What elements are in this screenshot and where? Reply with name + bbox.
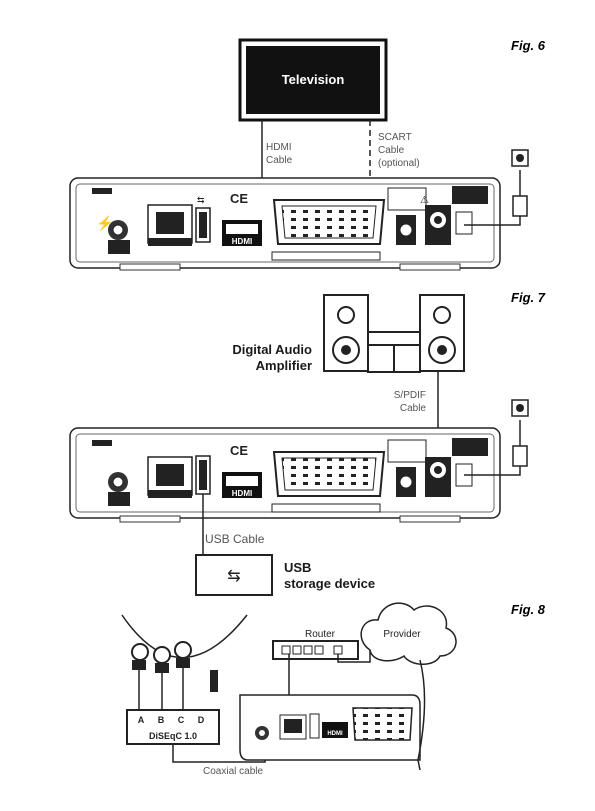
usb-icon: ⇆ (197, 195, 205, 205)
fig8-title: Fig. 8 (511, 602, 546, 617)
receiver-back-panel-3: HDMI (240, 660, 425, 770)
fig7-title: Fig. 7 (511, 290, 546, 305)
scart-port (274, 200, 384, 244)
diseqc-port-c: C (178, 715, 185, 725)
usb-device-label-2: storage device (284, 576, 375, 591)
hdmi-cable-label-2: Cable (266, 155, 293, 166)
warning-icon: ⚠ (420, 195, 429, 206)
diseqc-port-b: B (158, 715, 165, 725)
scart-cable-label-1: SCART (378, 132, 412, 143)
router-label: Router (305, 629, 336, 640)
amplifier-label-1: Digital Audio (232, 342, 312, 357)
fig6-title: Fig. 6 (511, 38, 546, 53)
television-label: Television (282, 72, 345, 87)
diseqc-switch: A B C D DiSEqC 1.0 (127, 710, 219, 744)
scart-cable-label-2: Cable (378, 145, 405, 156)
hdmi-label: HDMI (232, 237, 252, 246)
receiver-back-panel: ⚡ ⇆ CE HDMI ⚠ (70, 178, 500, 270)
diseqc-port-d: D (198, 715, 205, 725)
usb-storage-device: ⇆ (196, 555, 272, 595)
television: Television (240, 40, 386, 120)
hdmi-label-2: HDMI (232, 489, 252, 498)
provider-label: Provider (383, 629, 421, 640)
amplifier-label-2: Amplifier (256, 358, 312, 373)
hdmi-label-3: HDMI (327, 731, 343, 737)
spdif-port (425, 205, 451, 245)
coaxial-cable-label: Coaxial cable (203, 766, 263, 777)
router (273, 641, 358, 659)
audio-amplifier (324, 295, 464, 372)
hdmi-cable-label-1: HDMI (266, 142, 292, 153)
diseqc-port-a: A (138, 715, 145, 725)
ethernet-port (148, 205, 192, 246)
usb-icon-large: ⇆ (227, 568, 240, 585)
receiver-back-panel-2: CE HDMI (70, 428, 500, 522)
coax-rf-port (396, 215, 416, 245)
spdif-label-1: S/PDIF (394, 390, 426, 401)
usb-cable-label: USB Cable (205, 532, 265, 546)
lnb-group (132, 642, 191, 710)
diseqc-label: DiSEqC 1.0 (149, 731, 197, 741)
scart-cable-label-3: (optional) (378, 158, 420, 169)
ce-mark-2: CE (230, 443, 248, 458)
usb-device-label-1: USB (284, 560, 311, 575)
ce-mark: CE (230, 191, 248, 206)
hdmi-port: HDMI (222, 220, 262, 246)
spdif-label-2: Cable (400, 403, 427, 414)
